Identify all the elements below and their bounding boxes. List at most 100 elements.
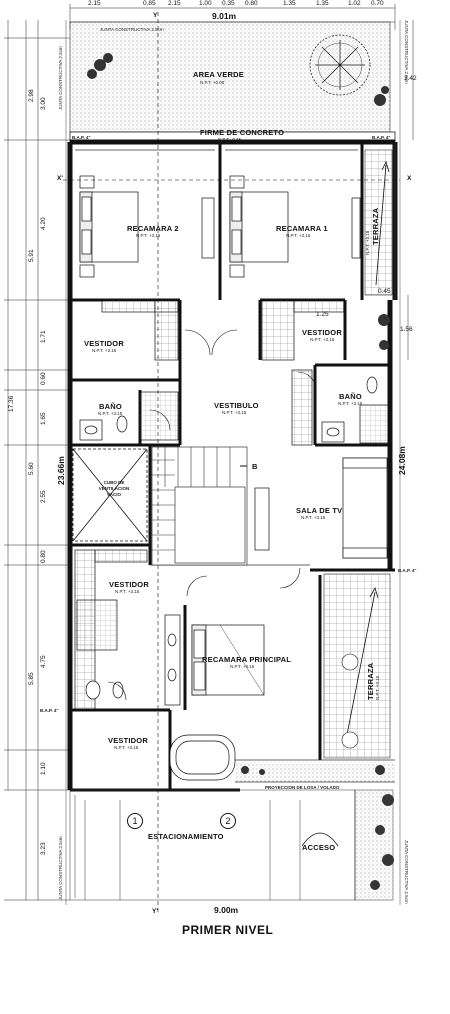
bap-top-left: B.A.P. 4"	[72, 135, 91, 140]
vestibulo-npt: N.P.T. +3.15	[222, 410, 247, 415]
vestidor-4-label: VESTIDOR	[108, 736, 148, 745]
left-dim-3-00: 3.00	[40, 97, 47, 110]
section-mark-x-right: X	[407, 175, 412, 182]
terraza-bottom-chairs	[341, 653, 359, 749]
acceso-label: ACCESO	[302, 843, 336, 852]
bano-1-npt: N.P.T. +3.15	[98, 411, 123, 416]
bap-top-right: B.A.P. 4"	[372, 135, 391, 140]
area-verde-garden	[69, 21, 391, 133]
terraza-top	[364, 149, 393, 296]
section-mark-x-left: X'	[57, 175, 63, 182]
right-dim-1-25: 1.25	[316, 311, 329, 318]
door-swings	[107, 329, 317, 701]
vestidor-1-npt: N.P.T. +3.15	[92, 348, 117, 353]
recamara-2-label: RECAMARA 2	[127, 224, 179, 233]
vestidor-4-npt: N.P.T. +3.15	[114, 745, 139, 750]
recamara-principal-npt: N.P.T. +3.15	[230, 664, 255, 669]
overall-width-top: 9.01m	[212, 11, 237, 21]
terraza-top-label: TERRAZA	[371, 207, 380, 245]
left-dim-4-20: 4.20	[40, 217, 47, 230]
firme-concreto-npt: N.P.T. -0.45	[218, 137, 242, 142]
recamara-1-label: RECAMARA 1	[276, 224, 328, 233]
tree-symbol	[309, 34, 371, 96]
overall-width-bottom: 9.00m	[214, 905, 239, 915]
closets	[74, 175, 361, 711]
top-dim-5: 0.35	[222, 0, 235, 7]
vestidor-2-label: VESTIDOR	[302, 328, 342, 337]
top-dim-8: 1.35	[316, 0, 329, 7]
left-dim-2-55: 2.55	[40, 490, 47, 503]
stair	[151, 446, 248, 566]
bap-mid-right: B.A.P. 4"	[398, 568, 417, 573]
section-mark-y-top: Y	[153, 12, 158, 19]
junta-right-note-bottom: JUNTA CONSTRUCTIVA 2.5cm	[404, 840, 409, 904]
parking-planter	[354, 789, 394, 901]
left-dim-1-10: 1.10	[40, 762, 47, 775]
junta-lines	[65, 20, 401, 905]
terraza-bottom-label: TERRAZA	[366, 662, 375, 700]
parking-space-2: 2	[220, 813, 236, 829]
sala-tv-furniture	[254, 457, 388, 559]
junta-top: JUNTA CONSTRUCTIVA 2.5cm	[100, 27, 164, 32]
top-dim-1: 2.15	[88, 0, 101, 7]
top-dim-6: 0.80	[245, 0, 258, 7]
area-verde-npt: N.P.T. +0.00	[200, 80, 225, 85]
left-dim-0-60: 0.60	[40, 372, 47, 385]
depth-right: 24.08m	[397, 446, 407, 475]
left-dim-total: 17.36	[8, 395, 15, 412]
left-dim-1-65: 1.65	[40, 412, 47, 425]
top-dim-9: 1.02	[348, 0, 361, 7]
cubo-ventilacion-label: CUBO DE VENTILACION VACIO	[98, 480, 130, 497]
vestidor-3-npt: N.P.T. +3.15	[115, 589, 140, 594]
terraza-top-npt: N.P.T. +3.15	[365, 230, 370, 255]
terraza-top-arrow	[375, 160, 390, 286]
plan-title: PRIMER NIVEL	[182, 923, 274, 937]
recamara-1-npt: N.P.T. +3.15	[286, 233, 311, 238]
sala-tv-label: SALA DE TV	[296, 506, 343, 515]
junta-left-note-bottom: JUNTA CONSTRUCTIVA 2.5cm	[58, 836, 63, 900]
top-dim-3: 2.15	[168, 0, 181, 7]
top-dim-7: 1.35	[283, 0, 296, 7]
left-dim-5-60: 5.60	[28, 462, 35, 475]
section-lines	[63, 12, 400, 915]
left-dim-3-23: 3.23	[40, 842, 47, 855]
sala-tv-npt: N.P.T. +3.15	[301, 515, 326, 520]
left-dim-5-85: 5.85	[28, 672, 35, 685]
vestidor-3-label: VESTIDOR	[109, 580, 149, 589]
left-dim-4-75: 4.75	[40, 655, 47, 668]
terraza-plants	[378, 314, 390, 350]
vestidor-1-label: VESTIDOR	[84, 339, 124, 348]
acceso-arc	[301, 832, 339, 847]
parking-space-1: 1	[127, 813, 143, 829]
right-dim-0-45: 0.45	[378, 288, 391, 295]
left-dim-2-98: 2.98	[28, 89, 35, 102]
left-dimension-lines	[4, 20, 70, 901]
bano-2-label: BAÑO	[339, 392, 362, 401]
section-mark-y-bottom: Y'	[152, 908, 158, 915]
bathroom-fixtures	[76, 376, 389, 781]
top-dim-4: 1.00	[199, 0, 212, 7]
garden-strip-bottom	[235, 762, 395, 782]
bano-1-label: BAÑO	[99, 402, 122, 411]
terraza-bottom-arrow	[344, 586, 379, 746]
left-dim-1-71: 1.71	[40, 330, 47, 343]
recamara-principal-label: RECAMARA PRINCIPAL	[202, 655, 292, 664]
vestibulo-label: VESTIBULO	[214, 401, 259, 410]
bano-2-npt: N.P.T. +3.15	[338, 401, 363, 406]
terraza-bottom-npt: N.P.T. +3.15	[375, 675, 380, 700]
left-dim-5-91: 5.91	[28, 249, 35, 262]
estacionamiento-label: ESTACIONAMIENTO	[148, 832, 224, 841]
shrub-symbols	[87, 53, 389, 106]
proyeccion-label: PROYECCION DE LOSA / VOLADO	[265, 785, 340, 790]
top-dim-2: 0.85	[143, 0, 156, 7]
right-dim-1-56: 1.56	[400, 326, 413, 333]
recamara-2-npt: N.P.T. +3.15	[136, 233, 161, 238]
right-dimension-lines	[407, 20, 414, 360]
depth-left: 23.66m	[56, 456, 66, 485]
vestidor-2-npt: N.P.T. +3.15	[310, 337, 335, 342]
bap-left: B.A.P. 4"	[40, 708, 59, 713]
bed-symbols	[79, 191, 289, 696]
stair-b-label: B	[252, 462, 258, 471]
area-verde-label: AREA VERDE	[193, 70, 244, 79]
